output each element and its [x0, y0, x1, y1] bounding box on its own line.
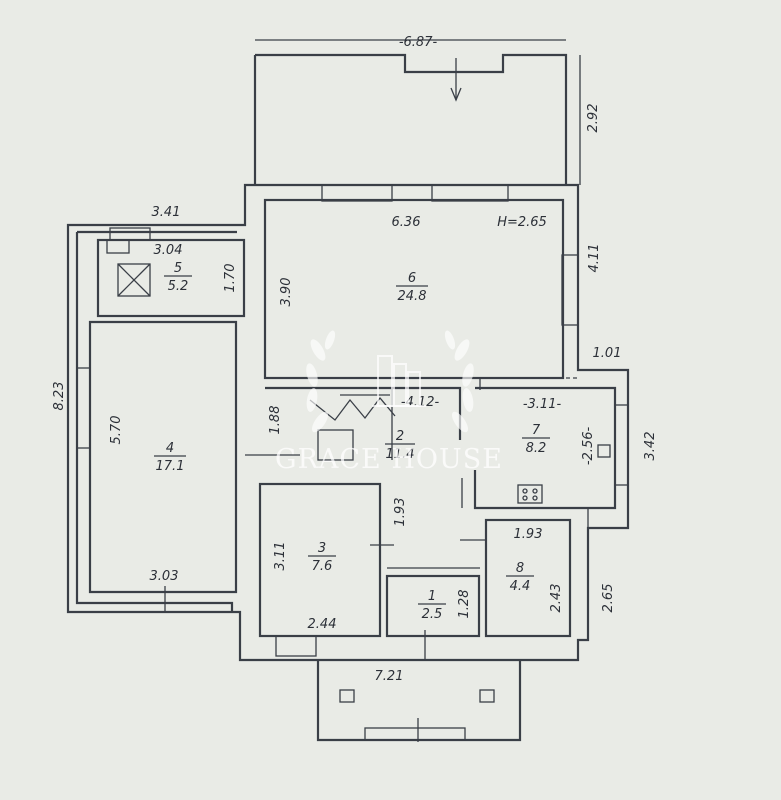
dim-room5-outer-width: 3.41	[152, 205, 181, 220]
room-2-number: 2	[396, 429, 404, 444]
dim-right-wall-upper: 4.11	[587, 244, 602, 273]
dim-terrace-width: -6.87-	[399, 35, 438, 50]
room-5-area: 5.2	[168, 279, 189, 294]
dim-terrace-depth: 2.92	[586, 104, 601, 133]
dim-room1-height: 1.28	[457, 590, 472, 619]
room-6-area: 24.8	[398, 289, 427, 304]
room-8	[460, 518, 572, 638]
dim-room7-height: -2.56-	[581, 427, 596, 466]
dim-room6-width: 6.36	[392, 215, 421, 230]
dim-room6-height: 3.90	[279, 278, 294, 307]
room-8-number: 8	[516, 561, 524, 576]
room-3-number: 3	[318, 541, 326, 556]
room-8-area: 4.4	[510, 579, 531, 594]
dim-room8-width: 1.93	[514, 527, 543, 542]
dim-left-total: 8.23	[52, 382, 67, 411]
laurel-left-icon	[306, 330, 336, 433]
dim-hall-height: 1.88	[268, 406, 283, 435]
room-4	[76, 320, 238, 612]
room-6-number: 6	[408, 271, 416, 286]
dim-room7-outer: 3.42	[643, 432, 658, 461]
room-1-number: 1	[428, 589, 436, 604]
room-5	[96, 227, 246, 318]
room-4-area: 17.1	[156, 459, 185, 474]
dim-room3-height: 3.11	[273, 542, 288, 571]
room-4-number: 4	[166, 441, 174, 456]
dim-bottom-total: 7.21	[375, 669, 404, 684]
dim-room5-height: 1.70	[223, 264, 238, 293]
room-3-area: 7.6	[312, 559, 333, 574]
laurel-right-icon	[444, 330, 474, 433]
dim-room3-width: 2.44	[308, 617, 337, 632]
room-7	[461, 386, 629, 528]
dim-room8-height: 2.43	[549, 584, 564, 613]
room-6	[263, 184, 579, 380]
porch-bottom	[316, 660, 522, 742]
watermark-text: GRACE HOUSE	[275, 444, 503, 475]
building-logo-icon	[372, 355, 426, 407]
room-7-area: 8.2	[526, 441, 547, 456]
dim-room4-height: 5.70	[109, 416, 124, 445]
room-7-number: 7	[532, 423, 541, 438]
room-3	[258, 482, 394, 657]
ceiling-height: H=2.65	[497, 215, 547, 230]
dim-room7-width: -3.11-	[523, 397, 562, 412]
dim-corridor-width: 1.93	[393, 498, 408, 527]
watermark: GRACE HOUSE	[275, 330, 503, 475]
room-5-number: 5	[174, 261, 182, 276]
outer-walls	[66, 183, 630, 662]
room-2-area: 11.4	[386, 447, 415, 462]
dim-right-lower: 2.65	[601, 584, 616, 613]
room-labels: 5 5.2 6 24.8 4 17.1 2 11.4 7 8.2 3 7.6 8…	[154, 261, 550, 622]
room-1-area: 2.5	[422, 607, 443, 622]
dim-room4-width: 3.03	[150, 569, 179, 584]
room-1	[385, 567, 481, 660]
dimension-labels: -6.87- 2.92 6.36 H=2.65 3.90 4.11 1.01 3…	[52, 35, 658, 684]
terrace-top	[253, 39, 581, 185]
dim-right-step: 1.01	[593, 346, 622, 361]
dim-room5-inner-width: 3.04	[154, 243, 183, 258]
